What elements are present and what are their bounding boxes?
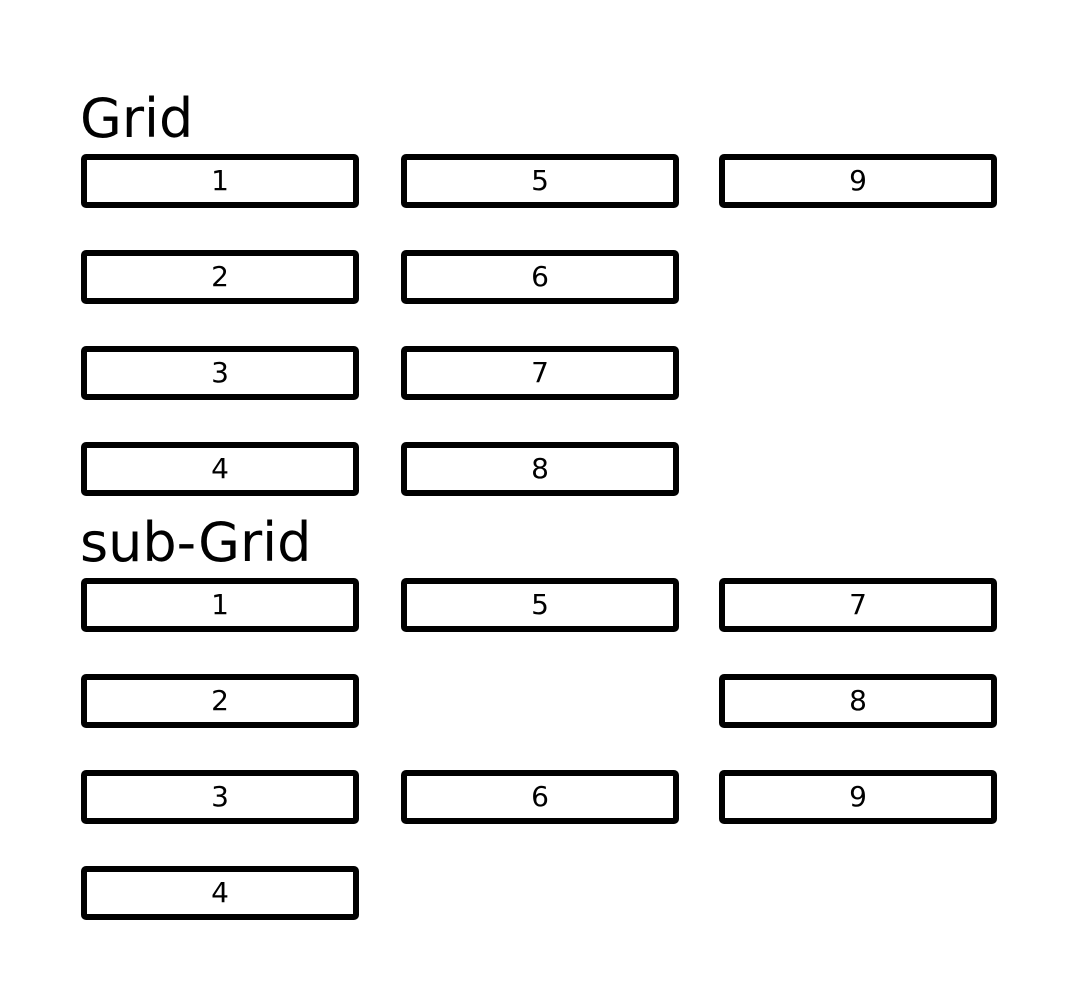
subgrid-cell-1: 1 xyxy=(81,578,359,632)
grid-cell-9: 9 xyxy=(719,154,997,208)
grid-cell-4: 4 xyxy=(81,442,359,496)
subgrid-cell-3: 3 xyxy=(81,770,359,824)
subgrid-cell-7: 7 xyxy=(719,578,997,632)
grid-cell-5: 5 xyxy=(401,154,679,208)
subgrid-cell-6: 6 xyxy=(401,770,679,824)
grid-cell-2: 2 xyxy=(81,250,359,304)
subgrid-cell-9: 9 xyxy=(719,770,997,824)
grid-cell-7: 7 xyxy=(401,346,679,400)
grid-heading: Grid xyxy=(80,87,194,150)
grid-cell-3: 3 xyxy=(81,346,359,400)
subgrid-heading: sub-Grid xyxy=(80,511,312,574)
subgrid-cell-4: 4 xyxy=(81,866,359,920)
subgrid-cell-8: 8 xyxy=(719,674,997,728)
grid-cell-6: 6 xyxy=(401,250,679,304)
grid-cell-8: 8 xyxy=(401,442,679,496)
grid-cell-1: 1 xyxy=(81,154,359,208)
subgrid-cell-2: 2 xyxy=(81,674,359,728)
subgrid-cell-5: 5 xyxy=(401,578,679,632)
